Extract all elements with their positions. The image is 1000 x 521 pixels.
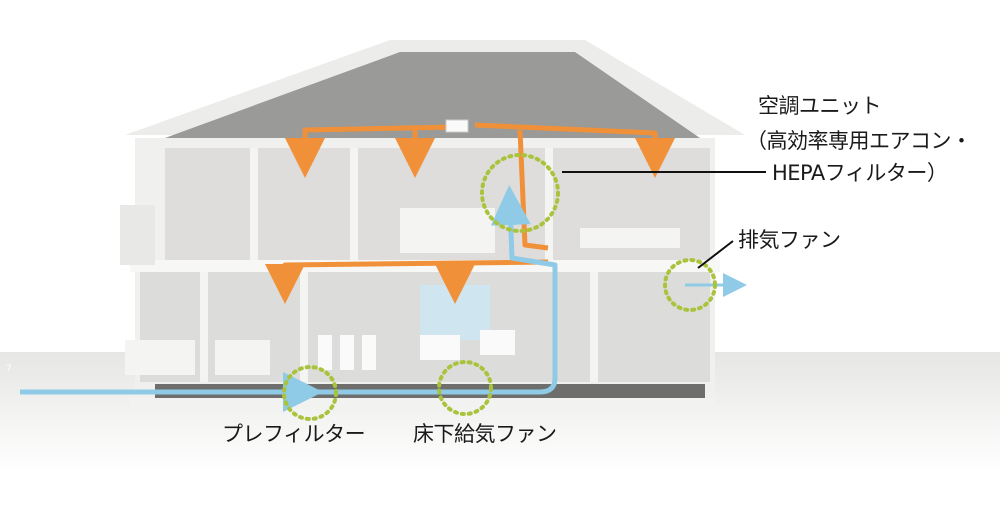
ac-unit-label-line1: 空調ユニット — [758, 94, 882, 118]
attic — [165, 52, 700, 138]
exhaust-leader — [697, 240, 734, 269]
highlight-circles — [282, 153, 717, 421]
ac-unit-highlight — [480, 153, 560, 233]
ac-unit-label-line3: HEPAフィルター） — [772, 161, 948, 185]
window — [420, 285, 490, 340]
underfloor-supply-fan-label: 床下給気ファン — [413, 422, 557, 446]
supply-fan-highlight — [437, 360, 493, 416]
page-number: 7 — [6, 364, 12, 374]
ac-unit — [445, 119, 469, 133]
fresh-air-flow — [20, 185, 747, 412]
conditioned-air-flow — [265, 122, 675, 304]
exhaust-fan-highlight — [663, 258, 717, 312]
pre-filter-highlight — [282, 365, 338, 421]
ac-unit-label-line2: （高効率専用エアコン・ — [746, 129, 972, 153]
pre-filter-label: プレフィルター — [222, 422, 366, 446]
exhaust-fan-label: 排気ファン — [738, 228, 841, 252]
